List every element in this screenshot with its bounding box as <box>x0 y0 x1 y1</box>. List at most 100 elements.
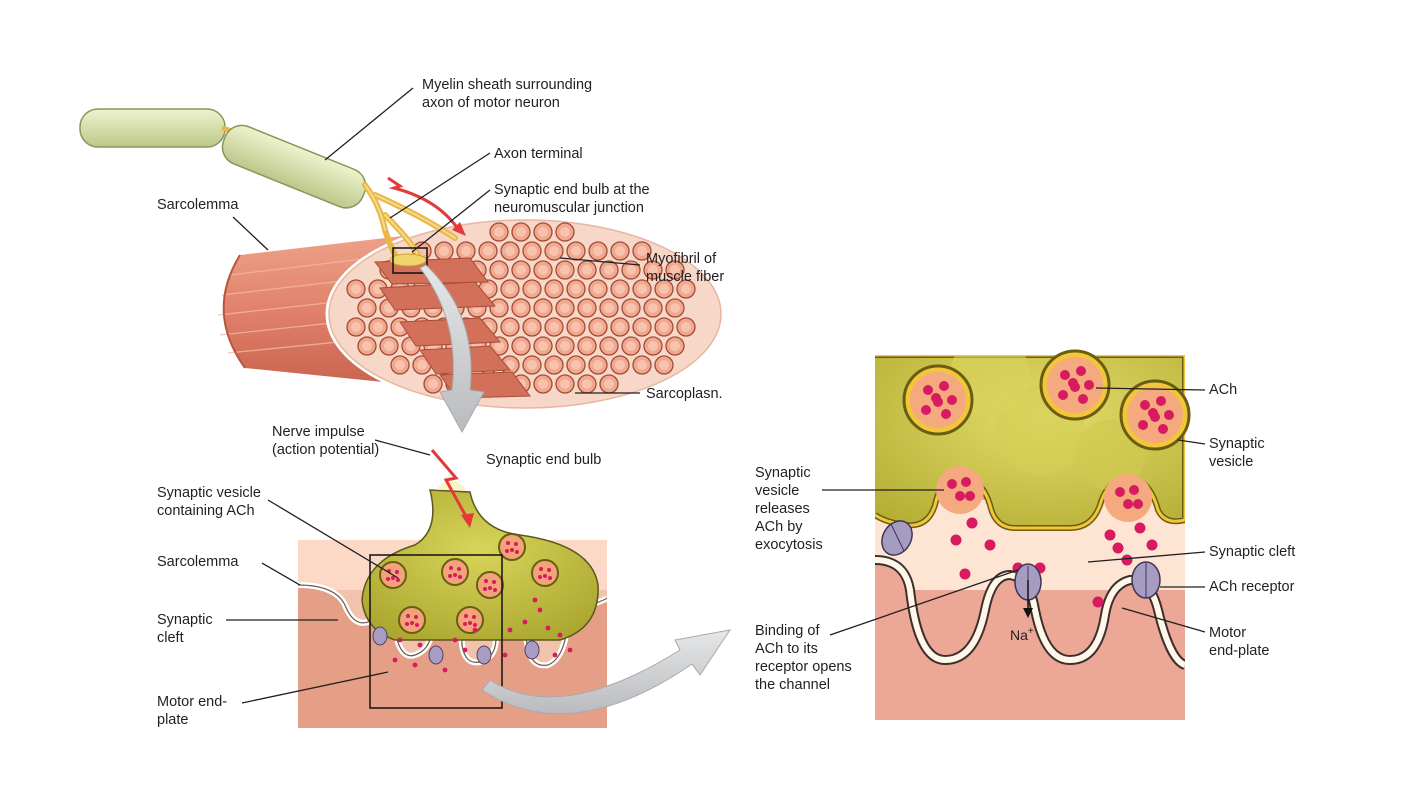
ach-molecule <box>961 477 971 487</box>
ach-molecule <box>939 381 949 391</box>
synaptic-vesicle <box>531 559 559 587</box>
ach-molecule <box>442 667 448 673</box>
ach-molecule <box>1158 424 1168 434</box>
ach-molecule <box>1092 596 1104 608</box>
label-ach: ACh <box>1209 382 1238 398</box>
label-synaptic-vesicle-detail: Synaptic vesicle <box>1209 436 1265 470</box>
impulse-arrow-mid <box>430 449 470 521</box>
ach-molecule <box>1123 499 1133 509</box>
synaptic-end-bulb-top <box>389 253 427 267</box>
synaptic-vesicles-detail <box>902 349 1191 522</box>
label-synaptic-end-bulb-nmj: Synaptic end bulb at the neuromuscular j… <box>494 182 650 216</box>
ach-molecule <box>1164 410 1174 420</box>
motor-neuron <box>79 108 458 274</box>
ach-molecule <box>950 534 962 546</box>
ach-molecule <box>941 409 951 419</box>
ach-molecule <box>545 625 551 631</box>
ach-molecule <box>1084 380 1094 390</box>
ach-molecule <box>392 657 398 663</box>
ach-molecule <box>955 491 965 501</box>
ach-molecule <box>567 647 573 653</box>
ach-molecule <box>959 568 971 580</box>
label-synaptic-cleft-detail: Synaptic cleft <box>1209 544 1296 560</box>
ach-molecule <box>947 395 957 405</box>
ach-molecule <box>412 662 418 668</box>
ach-molecule <box>1060 370 1070 380</box>
ach-molecule <box>947 479 957 489</box>
ach-molecule <box>537 607 543 613</box>
ach-molecule <box>1129 485 1139 495</box>
ach-molecule <box>1148 408 1158 418</box>
ach-molecule <box>1156 396 1166 406</box>
ach-receptors-mid <box>372 626 540 665</box>
ach-molecule <box>1121 554 1133 566</box>
ach-molecule <box>1134 522 1146 534</box>
impulse-arrow-top <box>387 176 462 233</box>
ach-molecule <box>1146 539 1158 551</box>
ach-molecule <box>522 619 528 625</box>
synaptic-end-bulb-mid <box>361 489 599 641</box>
myelin-segment <box>79 108 226 148</box>
label-synaptic-end-bulb: Synaptic end bulb <box>486 452 602 468</box>
fusing-vesicle <box>1104 474 1152 522</box>
ach-molecule <box>984 539 996 551</box>
leader-lines <box>226 87 1206 704</box>
synaptic-vesicle <box>476 571 504 599</box>
ach-molecules-detail <box>950 517 1158 608</box>
ach-molecule <box>923 385 933 395</box>
label-motor-end-plate-detail: Motor end-plate <box>1209 625 1270 659</box>
ach-molecule <box>1058 390 1068 400</box>
zoom-arrow-down <box>419 264 485 434</box>
label-myelin-sheath: Myelin sheath surrounding axon of motor … <box>422 77 593 111</box>
ach-molecule <box>397 637 403 643</box>
synaptic-vesicles-mid <box>379 533 559 634</box>
synaptic-vesicle <box>441 558 469 586</box>
synaptic-vesicle <box>498 533 526 561</box>
ach-molecule <box>1138 420 1148 430</box>
zoom-arrow-right <box>481 629 732 715</box>
ach-molecule <box>1104 529 1116 541</box>
synaptic-vesicle <box>398 606 426 634</box>
synaptic-vesicle <box>456 606 484 634</box>
ach-molecule <box>931 393 941 403</box>
ach-molecule <box>1115 487 1125 497</box>
ach-molecule <box>472 627 478 633</box>
label-axon-terminal: Axon terminal <box>494 146 583 162</box>
ach-molecules-mid <box>392 597 573 673</box>
ach-molecule <box>557 632 563 638</box>
label-sarcoplasm-top: Sarcoplasn. <box>646 386 723 402</box>
label-vesicle-exocytosis: Synaptic vesicle releases ACh by exocyto… <box>755 465 823 553</box>
ach-molecule <box>452 637 458 643</box>
ach-molecule <box>921 405 931 415</box>
na-ion-label: Na+ <box>1010 626 1034 643</box>
label-synaptic-cleft-mid: Synaptic cleft <box>157 612 213 646</box>
label-sarcolemma-mid: Sarcolemma <box>157 554 239 570</box>
zoom-box-top <box>392 247 428 274</box>
ach-molecule <box>502 652 508 658</box>
label-motor-end-plate-mid: Motor end- plate <box>157 694 228 728</box>
label-sarcolemma-top: Sarcolemma <box>157 197 239 213</box>
ach-molecule <box>1076 366 1086 376</box>
ach-molecule <box>1112 542 1124 554</box>
zoom-box-mid <box>369 554 503 709</box>
ach-molecule <box>507 627 513 633</box>
label-binding-opens-channel: Binding of ACh to its receptor opens the… <box>755 623 852 693</box>
ach-molecule <box>417 642 423 648</box>
label-ach-receptor: ACh receptor <box>1209 579 1295 595</box>
ach-molecule <box>1078 394 1088 404</box>
ach-molecule <box>966 517 978 529</box>
sarcoplasm-detail <box>875 560 1185 720</box>
ach-molecule <box>1133 499 1143 509</box>
ach-molecule <box>1068 378 1078 388</box>
label-nerve-impulse: Nerve impulse (action potential) <box>272 424 380 458</box>
ach-molecule <box>532 597 538 603</box>
label-synaptic-vesicle-ach: Synaptic vesicle containing ACh <box>157 485 261 519</box>
ach-molecule <box>462 647 468 653</box>
myelin-segment <box>221 124 367 209</box>
ach-molecule <box>552 652 558 658</box>
ach-receptors-detail <box>881 520 1161 601</box>
label-myofibril: Myofibril of muscle fiber <box>646 251 725 285</box>
ach-molecule <box>1140 400 1150 410</box>
